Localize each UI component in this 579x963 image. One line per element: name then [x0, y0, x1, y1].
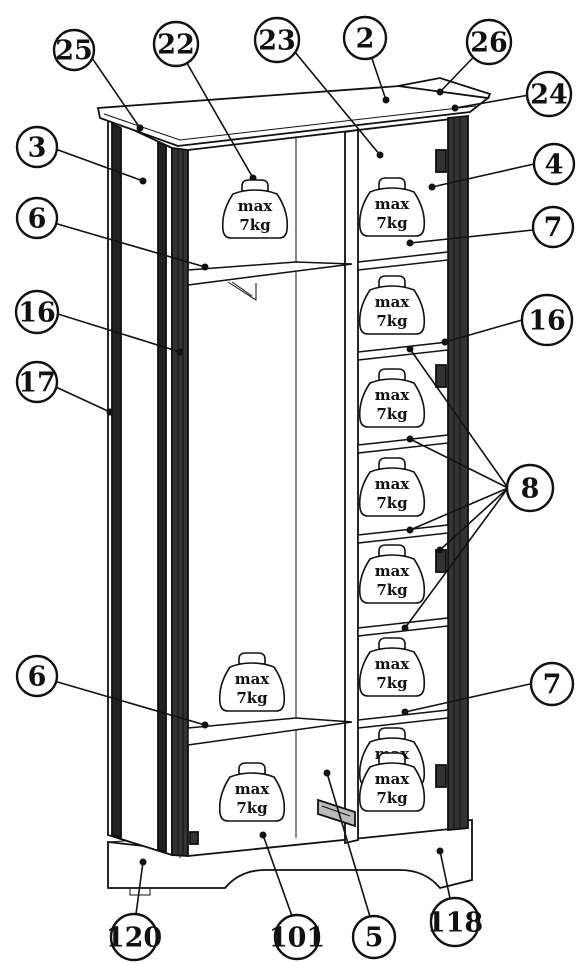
weight-max-label: max	[375, 386, 411, 404]
callout-24: 24	[525, 70, 573, 118]
callout-circle	[152, 20, 200, 68]
callout-label: 8	[521, 474, 540, 505]
callout-22: 22	[152, 20, 200, 68]
callout-circle	[429, 896, 481, 948]
callout-label: 17	[18, 368, 56, 399]
weight-max-label: max	[238, 197, 274, 215]
weight-max-label: max	[375, 293, 411, 311]
callout-5: 5	[351, 914, 397, 960]
weight-max-label: max	[235, 670, 271, 688]
weight-kg-label: 7kg	[236, 689, 268, 707]
callout-7b: 7	[529, 661, 575, 707]
callout-circle	[351, 914, 397, 960]
callout-label: 25	[55, 36, 93, 67]
callout-circle	[15, 360, 59, 404]
callout-label: 6	[28, 204, 47, 235]
callout-label: 7	[544, 213, 563, 244]
callout-label: 101	[269, 923, 325, 954]
weight-max-label: max	[375, 770, 411, 788]
wardrobe-drawing	[96, 77, 492, 896]
callout-label: 4	[545, 150, 564, 181]
weight-kg-label: 7kg	[376, 674, 408, 692]
callout-label: 24	[530, 80, 568, 111]
callout-3: 3	[15, 125, 59, 169]
callout-label: 16	[528, 306, 566, 337]
callout-118: 118	[427, 896, 483, 948]
callout-circle	[465, 18, 513, 66]
callout-circle	[15, 654, 59, 698]
weight-kg-label: 7kg	[376, 405, 408, 423]
callout-17: 17	[15, 360, 59, 404]
callout-circle	[273, 913, 321, 961]
callout-2: 2	[342, 15, 388, 61]
callout-circle	[520, 293, 574, 347]
callout-circle	[15, 125, 59, 169]
callout-4: 4	[532, 142, 576, 186]
weight-kg-label: 7kg	[376, 494, 408, 512]
max-load-weights: max7kgmax7kgmax7kgmax7kgmax7kgmax7kgmax7…	[218, 177, 426, 822]
weight-kg-label: 7kg	[376, 789, 408, 807]
weight-max-label: max	[375, 475, 411, 493]
callout-label: 3	[28, 133, 47, 164]
weight-kg-label: 7kg	[376, 312, 408, 330]
callout-26: 26	[465, 18, 513, 66]
center-partition	[344, 128, 359, 845]
callout-circle	[505, 463, 555, 513]
weight-max-label: max	[375, 562, 411, 580]
callout-circle	[14, 289, 60, 335]
part-callouts: 25 22 23 2 26 24 3 4 6 7 16 16 17 8 6 7 120 101 5 118	[14, 15, 576, 962]
callout-label: 22	[157, 30, 195, 61]
callout-circle	[109, 912, 159, 962]
callout-label: 120	[106, 923, 162, 954]
callout-label: 16	[18, 298, 56, 329]
callout-8: 8	[505, 463, 555, 513]
callout-circle	[253, 16, 301, 64]
callout-circle	[532, 142, 576, 186]
callout-circle	[342, 15, 388, 61]
callout-6b: 6	[15, 654, 59, 698]
callout-16a: 16	[14, 289, 60, 335]
callout-16b: 16	[520, 293, 574, 347]
callout-7a: 7	[531, 205, 575, 249]
leader-lines	[36, 37, 536, 931]
weight-max-label: max	[375, 195, 411, 213]
weight-kg-label: 7kg	[376, 214, 408, 232]
callout-circle	[525, 70, 573, 118]
weight-kg-label: 7kg	[239, 216, 271, 234]
weight-max-label: max	[235, 780, 271, 798]
callout-label: 23	[258, 26, 296, 57]
callout-circle	[52, 28, 96, 72]
callout-label: 26	[470, 28, 508, 59]
callout-label: 7	[543, 670, 562, 701]
weight-kg-label: 7kg	[376, 581, 408, 599]
callout-label: 118	[427, 908, 483, 939]
callout-label: 5	[365, 923, 384, 954]
callout-25: 25	[52, 28, 96, 72]
callout-label: 2	[356, 24, 375, 55]
callout-120: 120	[106, 912, 162, 962]
callout-circle	[531, 205, 575, 249]
weight-max-label: max	[375, 655, 411, 673]
callout-101: 101	[269, 913, 325, 961]
weight-kg-label: 7kg	[236, 799, 268, 817]
callout-23: 23	[253, 16, 301, 64]
callout-circle	[529, 661, 575, 707]
callout-6a: 6	[15, 196, 59, 240]
callout-label: 6	[28, 662, 47, 693]
left-lower-shelf	[187, 717, 353, 746]
callout-circle	[15, 196, 59, 240]
